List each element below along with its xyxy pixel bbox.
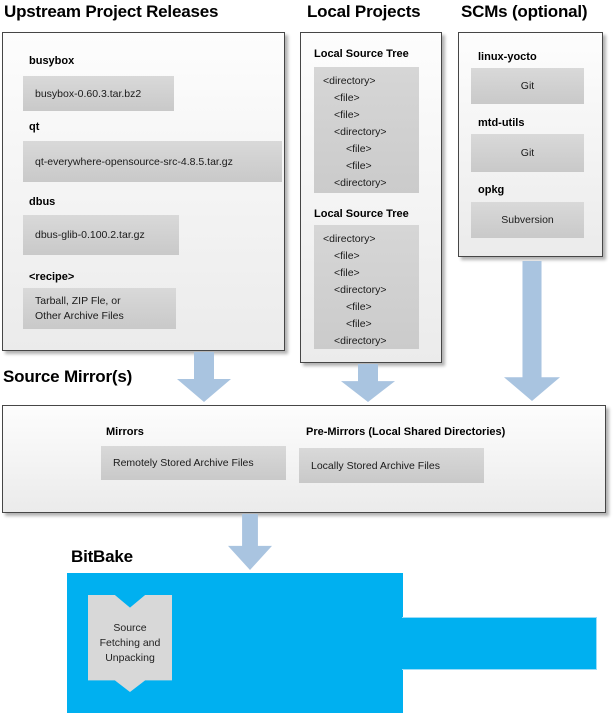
local-projects-panel: Local Source Tree <directory> <file> <fi… (300, 32, 442, 363)
arrow-upstream-to-mirrors-icon (177, 352, 231, 402)
arrow-mirrors-to-bitbake-icon (228, 514, 272, 570)
scms-panel: linux-yocto Git mtd-utils Git opkg Subve… (458, 32, 603, 257)
upstream-item-label: busybox (29, 55, 75, 67)
source-mirrors-panel: Mirrors Remotely Stored Archive Files Pr… (2, 405, 606, 513)
tree-item: <file> (334, 267, 360, 279)
tree-item: <file> (334, 250, 360, 262)
upstream-item-box: qt-everywhere-opensource-src-4.8.5.tar.g… (23, 141, 282, 182)
bitbake-title: BitBake (71, 547, 133, 566)
mirrors-label: Mirrors (106, 426, 144, 438)
process-line: Fetching and (99, 637, 161, 649)
tree-item: <directory> (323, 75, 376, 87)
source-tree-label: Local Source Tree (314, 208, 409, 220)
source-fetching-shape: Source Fetching and Unpacking (88, 595, 172, 692)
process-line: Source (113, 622, 147, 634)
tree-item: <file> (346, 318, 372, 330)
upstream-item-label: <recipe> (29, 271, 75, 283)
mirrors-box-text: Remotely Stored Archive Files (113, 457, 254, 469)
arrow-scms-to-mirrors-icon (504, 261, 560, 401)
scm-type: Git (520, 147, 535, 159)
archive-filename: busybox-0.60.3.tar.bz2 (35, 87, 142, 100)
tree-item: <file> (346, 160, 372, 172)
source-tree-box: <directory> <file> <file> <directory> <f… (314, 225, 419, 349)
tree-item: <directory> (334, 126, 387, 138)
tree-item: <file> (334, 109, 360, 121)
scm-item-label: linux-yocto (478, 51, 537, 63)
mirrors-box: Remotely Stored Archive Files (101, 446, 286, 480)
source-tree-box: <directory> <file> <file> <directory> <f… (314, 67, 419, 193)
scm-item-box: Git (471, 68, 584, 104)
upstream-title: Upstream Project Releases (4, 2, 219, 21)
scm-item-label: mtd-utils (478, 117, 525, 129)
tree-item: <directory> (323, 233, 376, 245)
scm-item-box: Git (471, 134, 584, 172)
tree-item: <file> (346, 143, 372, 155)
upstream-item-box: dbus-glib-0.100.2.tar.gz (23, 215, 179, 255)
upstream-item-label: dbus (29, 196, 56, 208)
archive-filename: qt-everywhere-opensource-src-4.8.5.tar.g… (35, 155, 233, 168)
source-mirrors-title: Source Mirror(s) (3, 367, 133, 386)
process-line: Unpacking (105, 652, 155, 664)
upstream-item-box: busybox-0.60.3.tar.bz2 (23, 76, 174, 111)
tree-item: <directory> (334, 335, 387, 347)
scms-title: SCMs (optional) (461, 2, 588, 21)
premirrors-box-text: Locally Stored Archive Files (311, 459, 440, 472)
archive-filename: dbus-glib-0.100.2.tar.gz (35, 229, 145, 241)
scm-type: Git (520, 80, 535, 92)
archive-description-line: Other Archive Files (35, 309, 124, 322)
upstream-item-box: Tarball, ZIP Fle, or Other Archive Files (23, 288, 176, 329)
scm-item-label: opkg (478, 184, 505, 196)
bitbake-output-pipe (402, 617, 597, 670)
local-projects-title: Local Projects (307, 2, 421, 21)
premirrors-box: Locally Stored Archive Files (299, 448, 484, 483)
premirrors-label: Pre-Mirrors (Local Shared Directories) (306, 426, 506, 438)
scm-type: Subversion (501, 214, 554, 226)
tree-item: <directory> (334, 284, 387, 296)
scm-item-box: Subversion (471, 202, 584, 238)
tree-item: <file> (334, 92, 360, 104)
source-tree-label: Local Source Tree (314, 48, 409, 60)
arrow-local-to-mirrors-icon (341, 364, 395, 402)
tree-item: <file> (346, 301, 372, 313)
source-fetching-text: Source Fetching and Unpacking (100, 621, 161, 666)
archive-description-line: Tarball, ZIP Fle, or (35, 294, 121, 307)
upstream-item-label: qt (29, 121, 40, 133)
upstream-panel: busybox busybox-0.60.3.tar.bz2 qt qt-eve… (2, 32, 285, 351)
tree-item: <directory> (334, 177, 387, 189)
